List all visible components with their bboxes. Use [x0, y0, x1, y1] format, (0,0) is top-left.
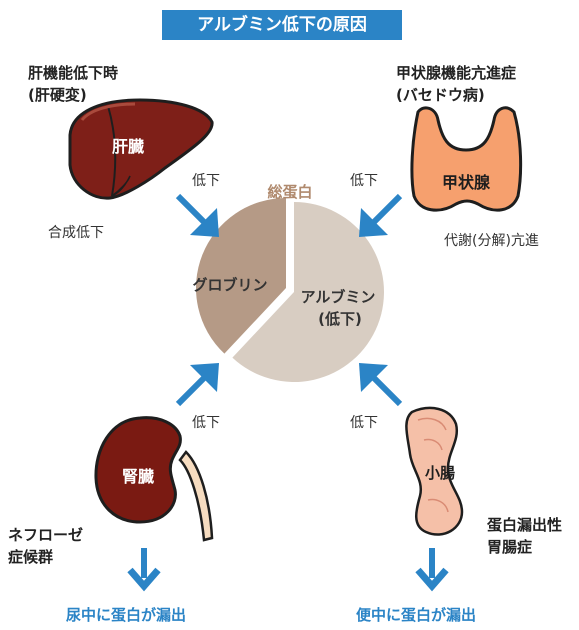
thyroid-effect: 代謝(分解)亢進 — [444, 233, 539, 249]
liver-arrow-label: 低下 — [192, 173, 220, 189]
liver-condition-line1: 肝機能低下時 — [28, 64, 119, 82]
kidney-condition-line2: 症候群 — [8, 548, 54, 566]
thyroid-icon: 甲状腺 — [410, 106, 523, 212]
intestine-condition-line1: 蛋白漏出性 — [487, 516, 563, 534]
thyroid-arrow-label: 低下 — [350, 173, 378, 189]
arrow-down-kidney — [127, 548, 161, 592]
intestine-condition-line2: 胃腸症 — [487, 538, 533, 556]
thyroid-condition: 甲状腺機能亢進症 (バセドウ病) — [396, 62, 516, 106]
kidney-condition-line1: ネフローゼ — [8, 526, 84, 544]
arrow-from-thyroid — [359, 193, 403, 237]
thyroid-condition-line1: 甲状腺機能亢進症 — [396, 64, 517, 82]
thyroid-organ-label: 甲状腺 — [442, 173, 491, 192]
arrow-down-intestine — [415, 548, 449, 592]
intestine-organ-label: 小腸 — [425, 464, 455, 482]
diagram-title: アルブミン低下の原因 — [162, 10, 402, 40]
thyroid-condition-line2: (バセドウ病) — [396, 86, 485, 104]
arrow-from-intestine — [359, 363, 403, 407]
pie-title: 総蛋白 — [267, 183, 312, 201]
intestine-effect: 便中に蛋白が漏出 — [356, 606, 477, 624]
pie-label-albumin-line2: (低下) — [318, 310, 362, 328]
kidney-icon: 腎臓 — [94, 416, 214, 542]
intestine-icon: 小腸 — [405, 406, 464, 536]
arrow-from-kidney — [175, 363, 219, 407]
intestine-condition: 蛋白漏出性 胃腸症 — [487, 514, 562, 558]
liver-organ-label: 肝臓 — [112, 137, 144, 156]
pie-label-albumin-line1: アルブミン — [301, 288, 376, 306]
kidney-condition: ネフローゼ 症候群 — [8, 524, 83, 568]
intestine-arrow-label: 低下 — [350, 415, 378, 431]
kidney-effect: 尿中に蛋白が漏出 — [66, 606, 187, 624]
liver-effect: 合成低下 — [48, 225, 104, 241]
pie-label-globulin: グロブリン — [192, 276, 267, 294]
kidney-organ-label: 腎臓 — [122, 467, 154, 486]
arrow-from-liver — [175, 193, 219, 237]
liver-icon: 肝臓 — [68, 98, 214, 200]
kidney-arrow-label: 低下 — [192, 415, 220, 431]
pie-slice-albumin — [232, 202, 385, 382]
liver-condition-line2: (肝硬変) — [28, 86, 87, 104]
total-protein-pie: 総蛋白 グロブリン アルブミン (低下) — [192, 183, 385, 382]
liver-condition: 肝機能低下時 (肝硬変) — [28, 62, 118, 106]
